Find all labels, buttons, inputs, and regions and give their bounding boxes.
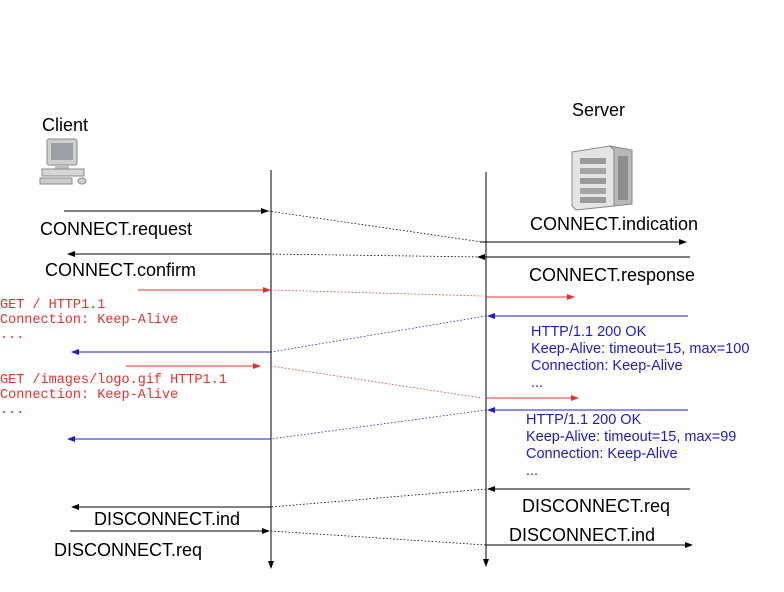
connect-request-label: CONNECT.request [40,219,193,239]
request1-text: GET / HTTP1.1 Connection: Keep-Alive ... [0,298,179,343]
connect-indication-label: CONNECT.indication [530,214,699,234]
connect-response-label: CONNECT.response [529,265,696,285]
response1-text: HTTP/1.1 200 OK Keep-Alive: timeout=15, … [531,324,750,391]
disconnect-ind-server-label: DISCONNECT.ind [509,525,656,545]
connect-confirm-label: CONNECT.confirm [45,260,197,280]
disconnect-req-server-label: DISCONNECT.req [522,496,671,516]
disconnect-client-transit [270,530,487,546]
disconnect-req-client-label: DISCONNECT.req [54,540,203,560]
request2-text: GET /images/logo.gif HTTP1.1 Connection:… [0,373,227,418]
connect-confirm-transit [267,253,485,258]
request2-transit [270,365,483,399]
client-computer-icon [39,138,87,185]
response2-text: HTTP/1.1 200 OK Keep-Alive: timeout=15, … [526,412,737,479]
disconnect-ind-client-label: DISCONNECT.ind [94,509,241,529]
client-label: Client [42,115,89,135]
request1-transit [270,289,483,297]
response1-transit [270,315,487,353]
server-label: Server [572,100,626,120]
response2-transit [270,409,487,440]
disconnect-server-transit [270,488,487,508]
server-rack-icon [571,145,633,211]
connect-request-transit [267,210,483,243]
